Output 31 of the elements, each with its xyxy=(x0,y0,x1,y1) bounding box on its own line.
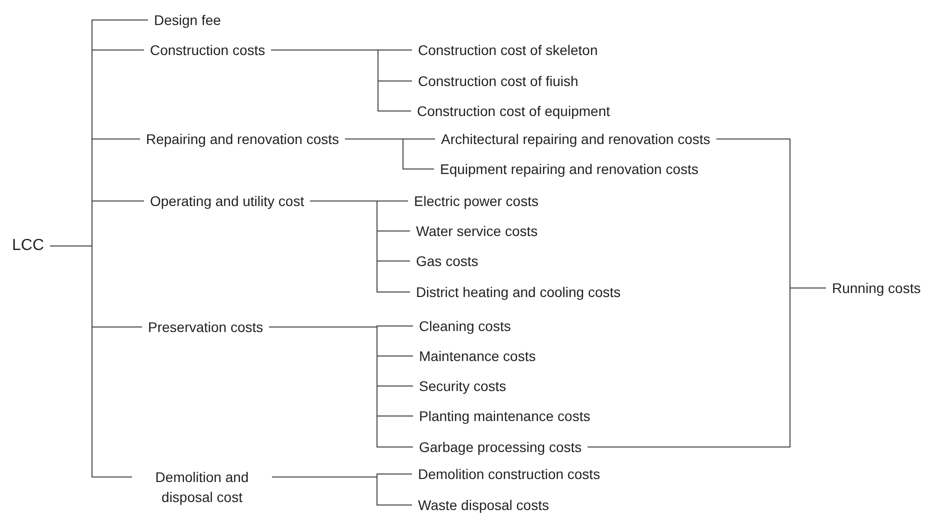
cost-item-label: Architectural repairing and renovation costs xyxy=(441,129,710,149)
cost-item-label: Construction cost of fiuish xyxy=(418,71,578,91)
cost-item-label: Preservation costs xyxy=(148,317,264,337)
cost-item-label: Demolition and disposal cost xyxy=(138,467,266,507)
cost-item-label: Equipment repairing and renovation costs xyxy=(440,159,698,179)
cost-item-label: Security costs xyxy=(419,376,506,396)
cost-item-label: Electric power costs xyxy=(414,191,538,211)
cost-item-label: Construction cost of skeleton xyxy=(418,40,598,60)
connector-line xyxy=(310,200,410,292)
cost-item-label: Design fee xyxy=(154,10,221,30)
cost-item-label: Repairing and renovation costs xyxy=(146,129,340,149)
connector-line xyxy=(272,476,412,506)
cost-item-label: Construction costs xyxy=(150,40,266,60)
cost-item-label: Gas costs xyxy=(416,251,478,271)
cost-item-label: Operating and utility cost xyxy=(150,191,304,211)
cost-item-label: District heating and cooling costs xyxy=(416,282,621,302)
cost-item-label: Demolition construction costs xyxy=(418,464,600,484)
cost-item-label: Cleaning costs xyxy=(419,316,511,336)
connector-line xyxy=(50,246,132,478)
cost-item-label: Water service costs xyxy=(416,221,538,241)
cost-item-label: Waste disposal costs xyxy=(418,495,549,515)
cost-item-label: Construction cost of equipment xyxy=(417,101,610,121)
cost-item-label: Garbage processing costs xyxy=(419,437,582,457)
connector-line xyxy=(587,288,826,448)
cost-item-label: Planting maintenance costs xyxy=(419,406,590,426)
cost-item-label: Running costs xyxy=(832,278,921,298)
connector-line xyxy=(270,50,412,112)
cost-item-label: LCC xyxy=(12,236,44,256)
connector-line xyxy=(268,326,414,448)
connector-line xyxy=(344,138,434,170)
cost-item-label: Maintenance costs xyxy=(419,346,536,366)
